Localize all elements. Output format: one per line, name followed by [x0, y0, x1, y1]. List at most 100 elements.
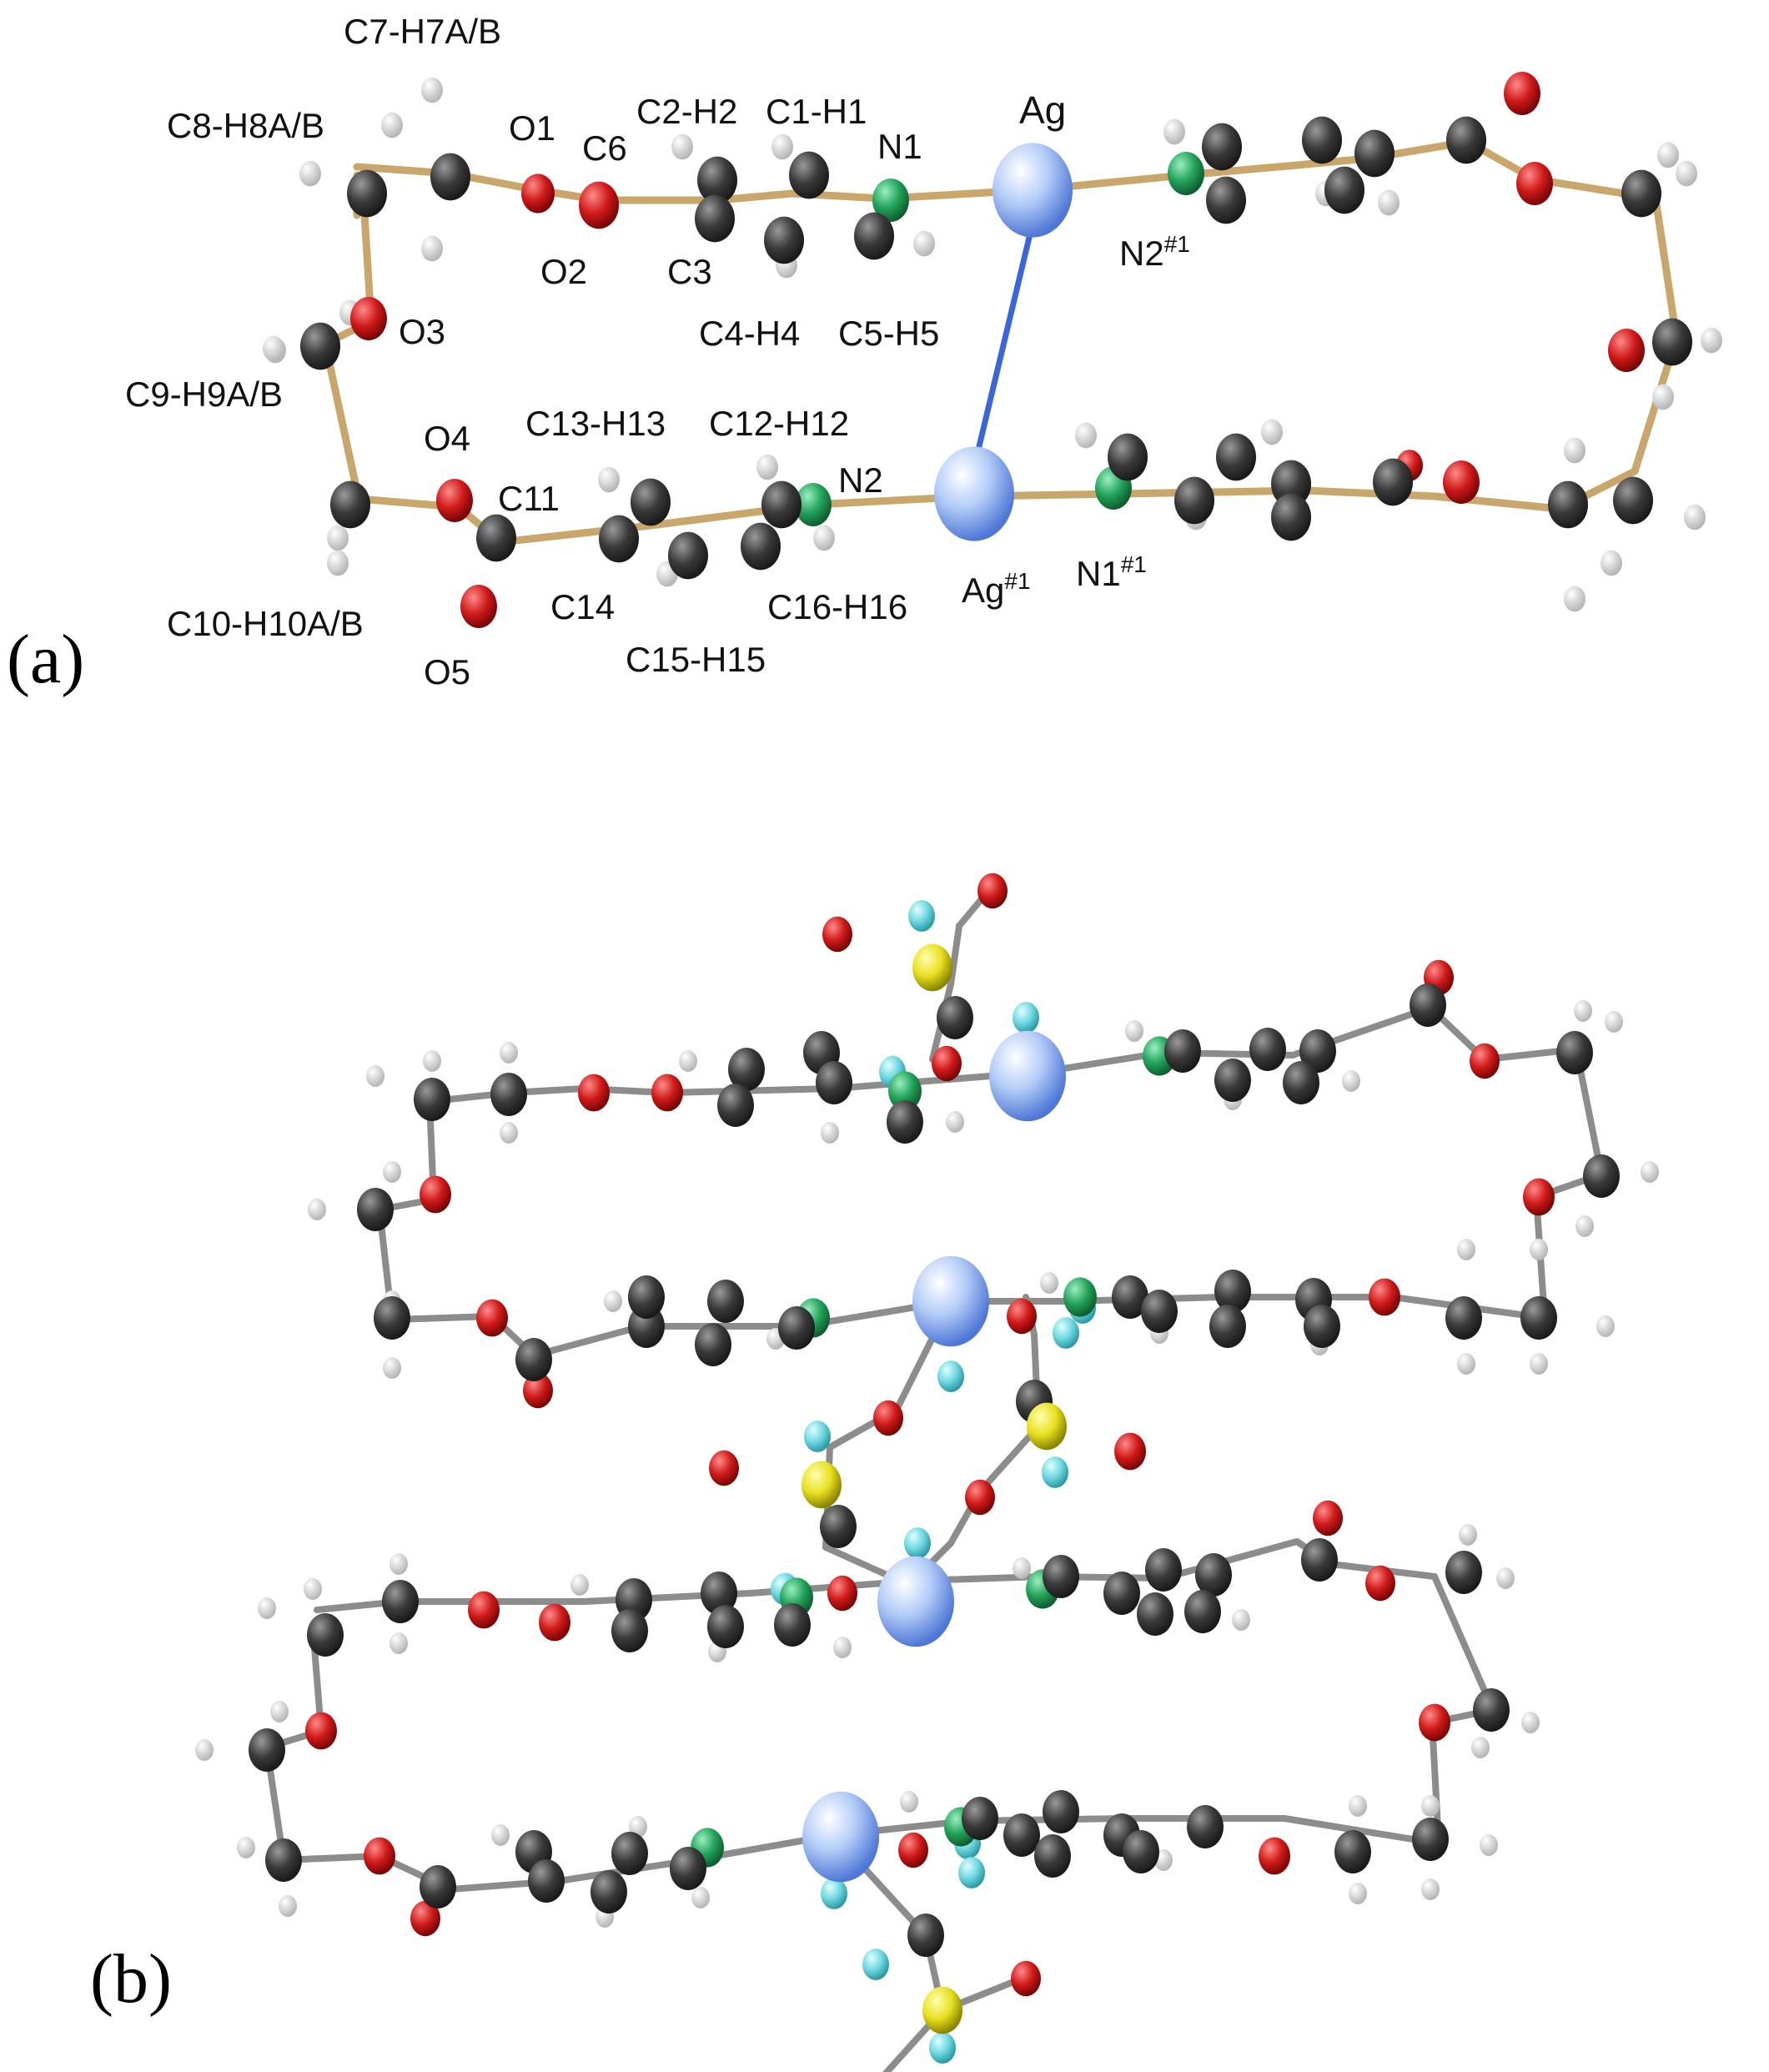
hydrogen-atom [833, 1637, 852, 1658]
fluorine-atom [1042, 1456, 1068, 1488]
silver-atom [912, 1255, 989, 1347]
carbon-atom [1299, 1029, 1336, 1073]
fluorine-atom [804, 1421, 831, 1452]
fluorine-atom [929, 2032, 956, 2064]
carbon-atom [1108, 433, 1148, 481]
carbon-atom [1354, 129, 1395, 178]
carbon-atom [1412, 1818, 1449, 1861]
oxygen-atom [651, 1074, 683, 1112]
panel-a-atoms [263, 72, 1722, 628]
hydrogen-atom [1596, 1315, 1615, 1337]
hydrogen-atom [1457, 1239, 1475, 1260]
carbon-atom [761, 480, 802, 529]
oxygen-atom [523, 1372, 553, 1409]
carbon-atom [1187, 1805, 1224, 1848]
carbon-atom [1283, 1061, 1319, 1104]
carbon-atom [1137, 1592, 1173, 1636]
carbon-atom [937, 996, 973, 1039]
hydrogen-atom [421, 235, 443, 262]
label-c10: C10-H10A/B [167, 604, 364, 643]
carbon-atom [816, 1061, 852, 1104]
oxygen-atom [305, 1712, 337, 1750]
carbon-atom [1548, 480, 1588, 529]
carbon-atom [728, 1048, 765, 1091]
carbon-atom [599, 515, 639, 563]
silver-atom [802, 1791, 879, 1883]
bond [530, 1323, 646, 1359]
carbon-atom [611, 1832, 648, 1875]
panel-b-tag: (b) [90, 1940, 172, 2018]
carbon-atom [1473, 1688, 1510, 1732]
fluorine-atom [1013, 1002, 1039, 1033]
hydrogen-atom [1652, 384, 1674, 410]
carbon-atom [1249, 1028, 1286, 1071]
hydrogen-atom [383, 1161, 401, 1183]
hydrogen-atom [913, 230, 935, 257]
carbon-atom [707, 1605, 744, 1648]
carbon-atom [701, 1572, 737, 1615]
hydrogen-atom [500, 1042, 518, 1064]
hydrogen-atom [1684, 504, 1706, 531]
bond [971, 220, 1036, 470]
label-c13: C13-H13 [525, 404, 666, 443]
hydrogen-atom [1075, 422, 1097, 449]
label-n2-sym: N2#1 [1119, 231, 1190, 273]
oxygen-atom [579, 181, 619, 229]
oxygen-atom [476, 1299, 508, 1337]
hydrogen-atom [570, 1574, 589, 1596]
silver-atom [877, 1556, 954, 1647]
carbon-atom [1271, 493, 1311, 541]
carbon-atom [741, 522, 781, 571]
hydrogen-atom [1421, 1878, 1440, 1900]
carbon-atom [668, 531, 708, 580]
carbon-atom [1164, 1029, 1201, 1073]
oxygen-atom [436, 479, 473, 522]
label-c14: C14 [550, 587, 615, 626]
sulfur-atom [802, 1461, 842, 1509]
carbon-atom [1410, 983, 1446, 1027]
fluorine-atom [958, 1857, 985, 1888]
carbon-atom [1043, 1790, 1079, 1833]
panel-a-structure: C7-H7A/B C8-H8A/B O1 C6 C2-H2 C1-H1 N1 A… [7, 12, 1722, 698]
hydrogen-atom [1480, 1834, 1498, 1856]
label-o5: O5 [424, 652, 470, 692]
hydrogen-atom [381, 112, 403, 138]
oxygen-atom [827, 1575, 857, 1612]
carbon-atom [764, 216, 804, 264]
bond [1431, 1573, 1496, 1713]
hydrogen-atom [1349, 1795, 1367, 1817]
label-n1-sym-sup: #1 [1121, 551, 1147, 577]
hydrogen-atom [327, 550, 349, 576]
oxygen-atom [932, 1045, 962, 1082]
label-o2: O2 [540, 252, 587, 291]
carbon-atom [1123, 1830, 1159, 1873]
silver-atom [993, 143, 1073, 238]
carbon-atom [490, 1073, 527, 1116]
hydrogen-atom [629, 1816, 647, 1838]
carbon-atom [1520, 1296, 1557, 1340]
nitrogen-atom [888, 1071, 922, 1111]
hydrogen-atom [1349, 1883, 1367, 1904]
oxygen-atom [1419, 1703, 1450, 1742]
hydrogen-atom [1232, 1609, 1250, 1631]
hydrogen-atom [491, 1824, 510, 1846]
hydrogen-atom [1601, 550, 1622, 576]
label-n1-sym-base: N1 [1076, 554, 1121, 593]
bond [1160, 1538, 1300, 1582]
carbon-atom [307, 1613, 344, 1657]
oxygen-atom [1259, 1837, 1290, 1875]
carbon-atom [611, 1609, 648, 1652]
oxygen-atom [1516, 162, 1553, 205]
oxygen-atom [977, 873, 1008, 909]
hydrogen-atom [279, 1895, 297, 1917]
fluorine-atom [908, 900, 935, 932]
carbon-atom [1043, 1555, 1079, 1598]
fluorine-atom [937, 1360, 964, 1392]
label-c7: C7-H7A/B [344, 12, 501, 51]
carbon-atom [1301, 1538, 1338, 1582]
hydrogen-atom [1576, 1215, 1594, 1237]
carbon-atom [1373, 458, 1413, 506]
carbon-atom [1003, 1813, 1040, 1857]
hydrogen-atom [1459, 1524, 1477, 1546]
